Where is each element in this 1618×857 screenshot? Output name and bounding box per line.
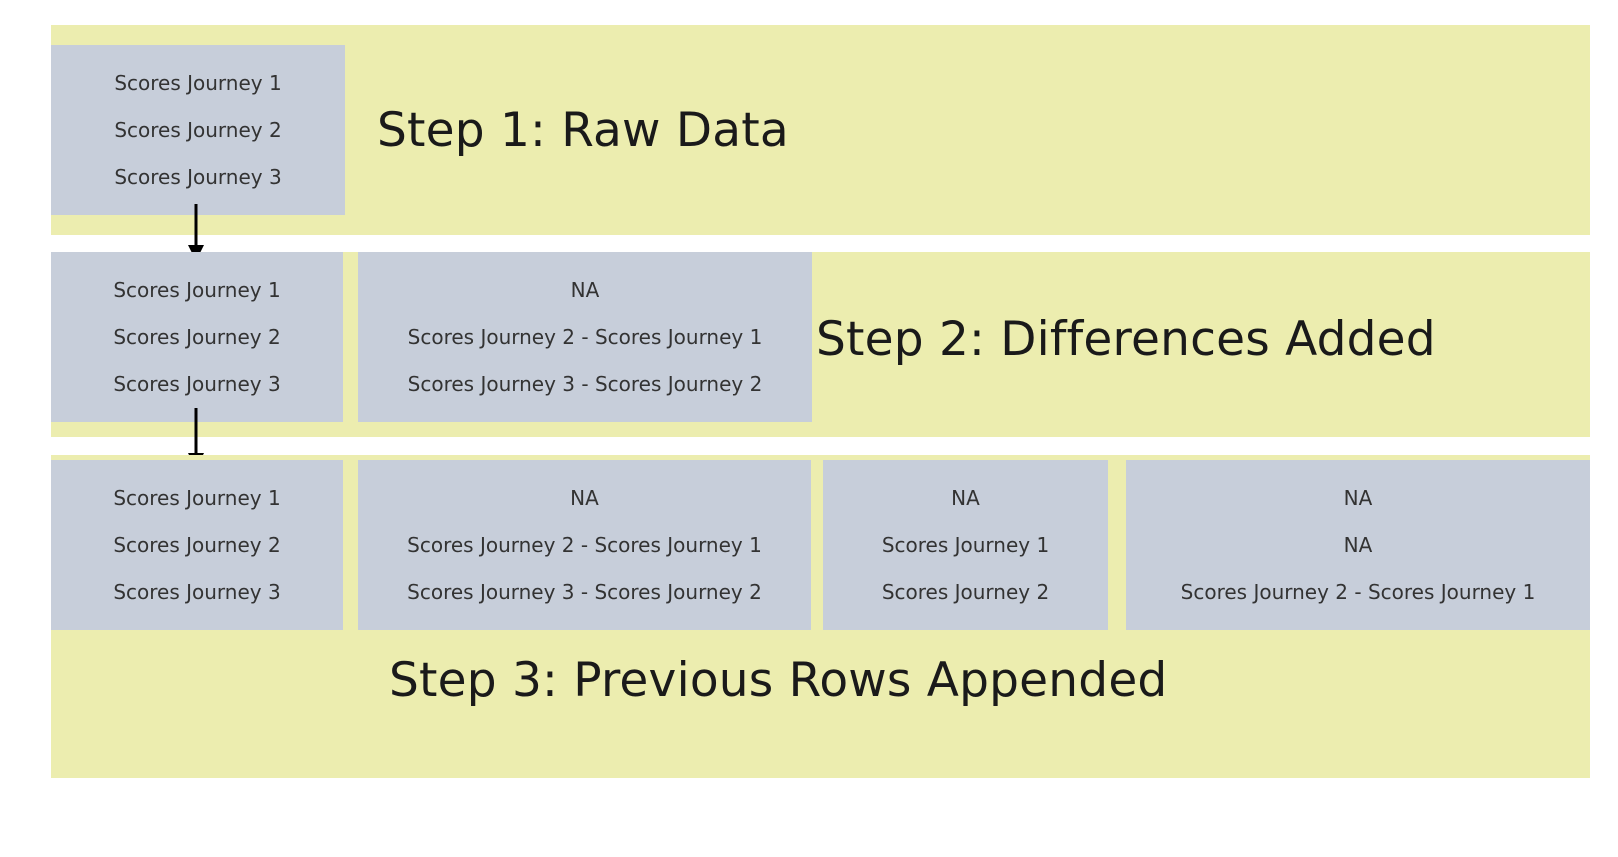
table-cell: Scores Journey 3 - Scores Journey 2 <box>407 580 762 605</box>
table-cell: Scores Journey 1 <box>114 70 282 95</box>
table-cell: Scores Journey 2 - Scores Journey 1 <box>407 532 762 557</box>
step3-column-1: Scores Journey 1 Scores Journey 2 Scores… <box>51 460 343 630</box>
step3-column-2: NA Scores Journey 2 - Scores Journey 1 S… <box>358 460 811 630</box>
table-cell: NA <box>570 277 600 302</box>
step3-column-4: NA NA Scores Journey 2 - Scores Journey … <box>1126 460 1590 630</box>
table-cell: Scores Journey 1 <box>881 532 1050 557</box>
step2-title: Step 2: Differences Added <box>816 312 1436 367</box>
step2-column-2: NA Scores Journey 2 - Scores Journey 1 S… <box>358 252 812 422</box>
table-cell: NA <box>1343 532 1373 557</box>
table-cell: Scores Journey 1 <box>113 485 281 510</box>
step2-column-1: Scores Journey 1 Scores Journey 2 Scores… <box>51 252 343 422</box>
table-cell: Scores Journey 2 <box>113 324 281 349</box>
table-cell: Scores Journey 2 <box>881 580 1050 605</box>
table-cell: NA <box>951 485 980 510</box>
table-cell: NA <box>1343 485 1373 510</box>
step3-title: Step 3: Previous Rows Appended <box>389 653 1168 708</box>
step3-column-3: NA Scores Journey 1 Scores Journey 2 <box>823 460 1108 630</box>
table-cell: Scores Journey 3 <box>113 372 281 397</box>
table-cell: Scores Journey 3 <box>113 580 281 605</box>
table-cell: Scores Journey 1 <box>113 277 281 302</box>
table-cell: Scores Journey 2 - Scores Journey 1 <box>407 324 763 349</box>
step1-column-1: Scores Journey 1 Scores Journey 2 Scores… <box>51 45 345 215</box>
table-cell: Scores Journey 3 <box>114 165 282 190</box>
step1-title: Step 1: Raw Data <box>377 103 789 158</box>
table-cell: Scores Journey 2 - Scores Journey 1 <box>1180 580 1536 605</box>
table-cell: NA <box>570 485 599 510</box>
table-cell: Scores Journey 2 <box>114 117 282 142</box>
table-cell: Scores Journey 2 <box>113 532 281 557</box>
table-cell: Scores Journey 3 - Scores Journey 2 <box>407 372 763 397</box>
